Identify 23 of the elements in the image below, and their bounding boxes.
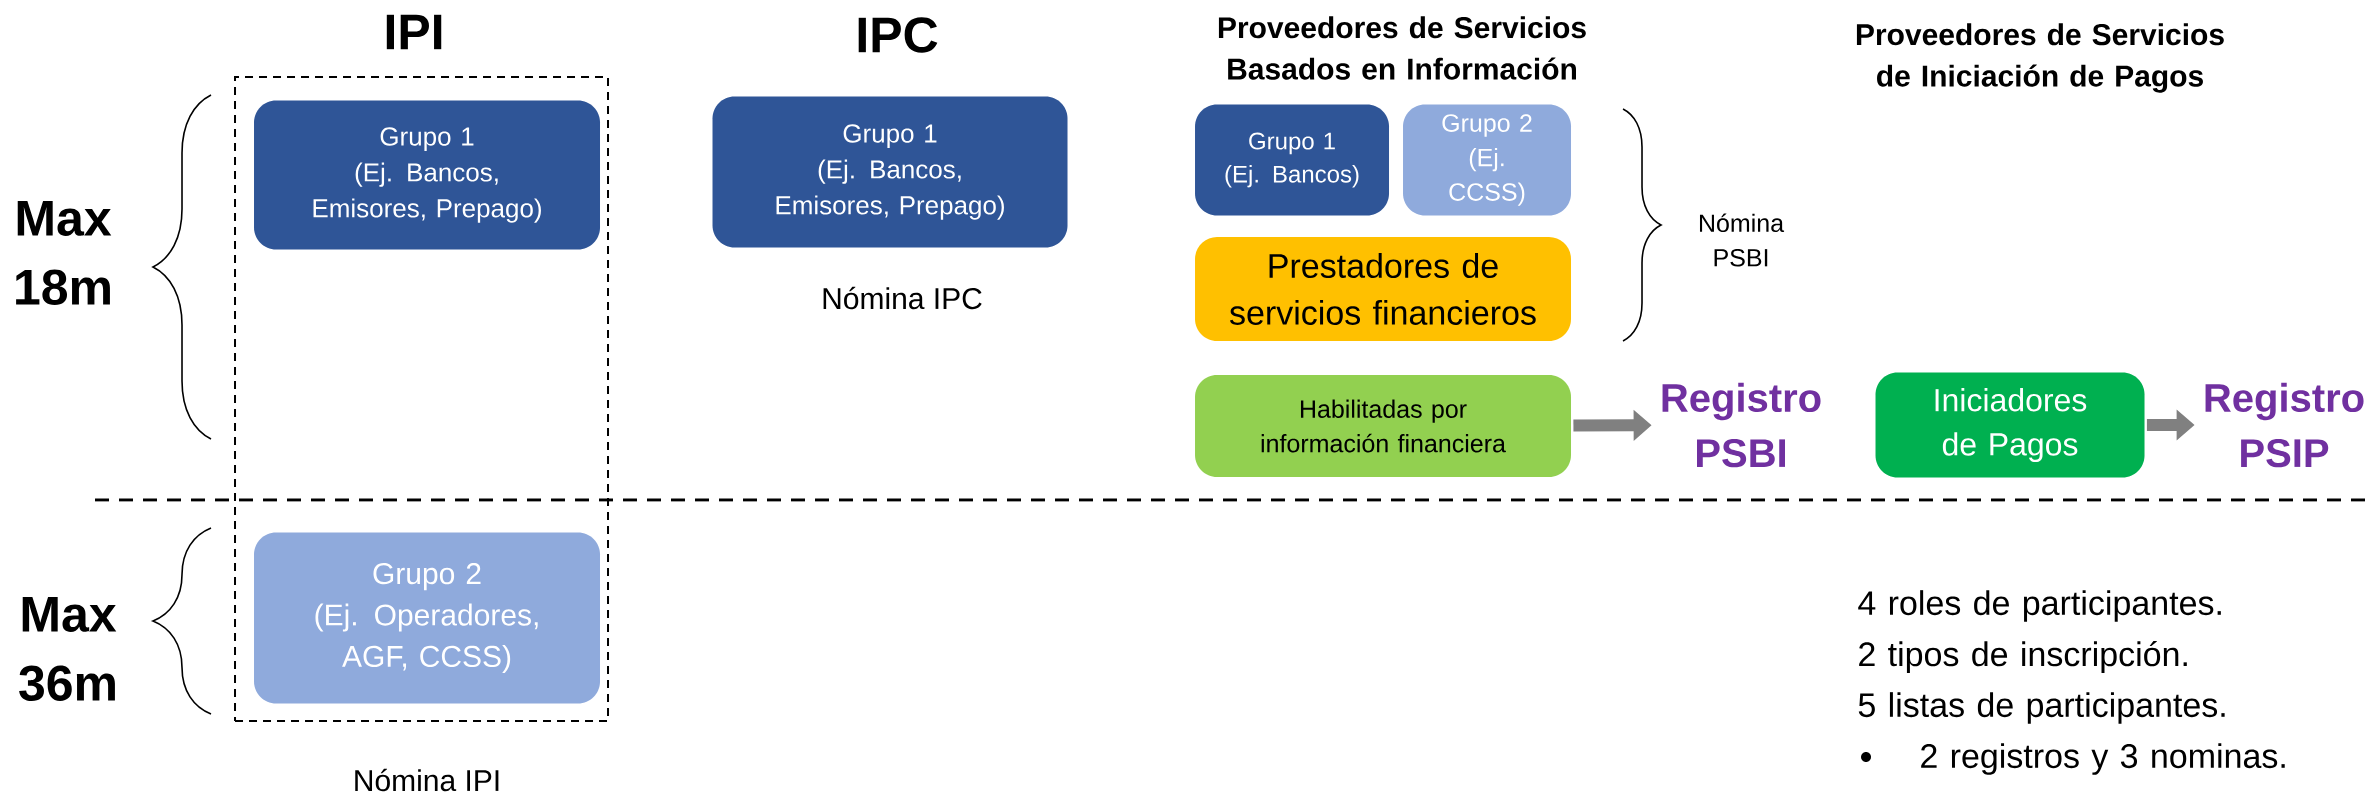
duration-label: Max 18m — [16, 201, 112, 305]
register-label: Registro PSBI — [1662, 382, 1821, 468]
column-heading: Proveedores de Servicios Basados en Información — [1218, 16, 1586, 80]
rounded-box: Prestadores de servicios financieros — [1195, 237, 1571, 341]
brace-label: Nómina PSBI — [1700, 213, 1785, 267]
rounded-box: Grupo 1 (Ej. Bancos, Emisores, Prepago) — [712, 96, 1068, 248]
rounded-box: Iniciadores de Pagos — [1875, 372, 2145, 478]
note-text: 5 listas de participantes. — [1858, 692, 2225, 724]
note-text: 2 registros y 3 nominas. — [1921, 743, 2285, 775]
node-caption: Nómina IPC — [823, 286, 982, 310]
column-heading: IPC — [858, 17, 938, 53]
note-text: 2 tipos de inscripción. — [1859, 640, 2187, 674]
register-label: Registro PSIP — [2205, 382, 2364, 468]
rounded-box: Grupo 2 (Ej. CCSS) — [1403, 104, 1571, 216]
duration-label: Max 36m — [19, 597, 117, 701]
rounded-box: Habilitadas por información financiera — [1195, 375, 1571, 477]
note-text: 4 roles de participantes. — [1858, 590, 2221, 622]
column-heading: IPI — [386, 14, 442, 50]
column-heading: Proveedores de Servicios de Iniciación de Pagos — [1856, 23, 2224, 93]
rounded-box: Grupo 1 (Ej. Bancos, Emisores, Prepago) — [254, 100, 600, 250]
rounded-box: Grupo 1 (Ej. Bancos) — [1195, 104, 1389, 216]
node-caption: Nómina IPI — [355, 768, 499, 792]
rounded-box: Grupo 2 (Ej. Operadores, AGF, CCSS) — [254, 532, 600, 704]
